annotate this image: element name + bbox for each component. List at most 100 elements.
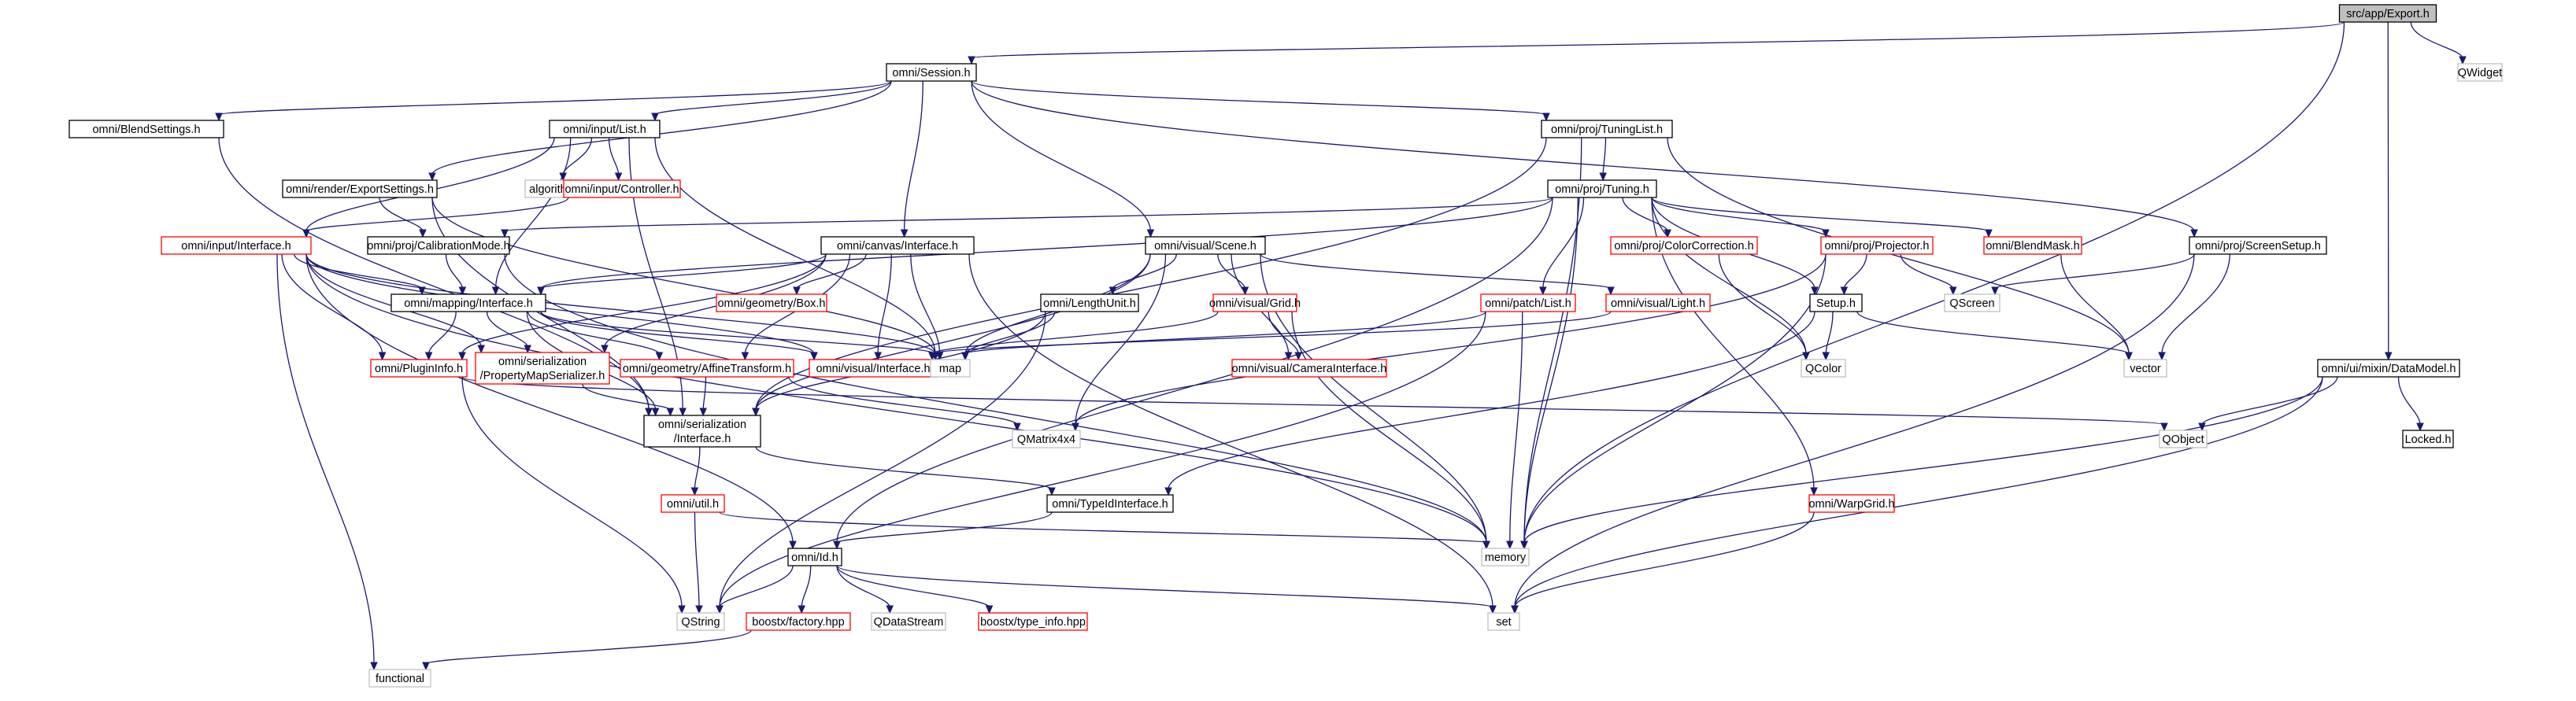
node-qcolor[interactable]: QColor [1801, 359, 1846, 378]
node-box [820, 236, 975, 255]
node-affine[interactable]: omni/geometry/AffineTransform.h [620, 359, 794, 378]
node-colcorr[interactable]: omni/proj/ColorCorrection.h [1610, 236, 1758, 255]
node-box [2189, 236, 2327, 255]
node-expset[interactable]: omni/render/ExportSettings.h [282, 179, 438, 198]
node-inctrl[interactable]: omni/input/Controller.h [563, 179, 681, 198]
node-qwidget[interactable]: QWidget [2457, 63, 2503, 82]
node-qscreen[interactable]: QScreen [1944, 293, 2000, 312]
node-label: omni/Session.h [892, 67, 970, 79]
node-box [1145, 236, 1266, 255]
node-label: boostx/factory.hpp [752, 616, 844, 629]
dependency-edge [928, 311, 1612, 361]
dependency-edge [968, 21, 2345, 65]
dependency-edge [461, 376, 2168, 432]
dependency-edge [836, 565, 894, 614]
node-box [1040, 293, 1139, 312]
dependency-edge [836, 565, 994, 614]
node-session[interactable]: omni/Session.h [886, 63, 977, 82]
node-warpgrid[interactable]: omni/WarpGrid.h [1808, 494, 1895, 513]
dependency-edge [1217, 253, 1249, 296]
node-export[interactable]: src/app/Export.h [2338, 4, 2437, 23]
dependency-edge [281, 253, 387, 361]
dependency-edge [1900, 253, 1957, 296]
node-box [367, 236, 510, 255]
dependency-edge [1622, 197, 1671, 238]
dependency-edge [793, 253, 867, 296]
node-datamodel[interactable]: omni/ui/mixin/DataModel.h [2317, 359, 2460, 378]
node-label: omni/visual/CameraInterface.h [1232, 363, 1387, 375]
node-grid[interactable]: omni/visual/Grid.h [1209, 293, 1301, 312]
nodes-layer: src/app/Export.h omni/Session.h QWidget omn… [68, 4, 2503, 688]
node-canvas[interactable]: omni/canvas/Interface.h [820, 236, 975, 255]
dependency-edge [294, 253, 426, 296]
node-locked[interactable]: Locked.h [2402, 430, 2454, 448]
node-typeid[interactable]: omni/TypeIdInterface.h [1046, 494, 1174, 513]
node-mapping[interactable]: omni/mapping/Interface.h [390, 293, 546, 312]
node-box [2402, 430, 2454, 448]
node-tunlist[interactable]: omni/proj/TuningList.h [1541, 120, 1673, 138]
node-set[interactable]: set [1487, 612, 1520, 631]
node-box[interactable]: omni/geometry/Box.h [716, 293, 827, 312]
node-box [563, 179, 681, 198]
dependency-edge [527, 311, 664, 361]
node-qstring[interactable]: QString [676, 612, 725, 631]
node-projector[interactable]: omni/proj/Projector.h [1820, 236, 1934, 255]
dependency-edge [1164, 311, 1815, 496]
dependency-edge [2397, 376, 2424, 432]
node-visinter[interactable]: omni/visual/Interface.h [809, 359, 938, 378]
node-inlist[interactable]: omni/input/List.h [549, 120, 661, 138]
node-box [930, 359, 971, 378]
node-functional[interactable]: functional [368, 669, 431, 688]
node-setup[interactable]: Setup.h [1809, 293, 1863, 312]
node-label: QDataStream [874, 616, 944, 629]
node-typeinfo[interactable]: boostx/type_info.hpp [978, 612, 1088, 631]
dependency-edge [971, 80, 1155, 238]
node-plugininfo[interactable]: omni/PluginInfo.h [370, 359, 468, 378]
node-label: src/app/Export.h [2346, 8, 2430, 20]
node-propmap[interactable]: omni/serialization/PropertyMapSerializer… [475, 352, 610, 385]
node-ininter[interactable]: omni/input/Interface.h [161, 236, 312, 255]
node-scene[interactable]: omni/visual/Scene.h [1145, 236, 1266, 255]
dependency-edge [2158, 253, 2230, 361]
dependency-edge [874, 253, 892, 361]
node-patchlist[interactable]: omni/patch/List.h [1480, 293, 1576, 312]
node-util[interactable]: omni/util.h [661, 494, 725, 513]
node-memory[interactable]: memory [1481, 548, 1530, 566]
node-label: omni/TypeIdInterface.h [1052, 498, 1168, 511]
node-light[interactable]: omni/visual/Light.h [1605, 293, 1711, 312]
node-box [643, 415, 761, 448]
node-box [1212, 293, 1297, 312]
node-factory[interactable]: boostx/factory.hpp [746, 612, 851, 631]
node-label: omni/BlendSettings.h [92, 124, 200, 136]
node-box [1983, 236, 2082, 255]
node-qobject[interactable]: QObject [2159, 430, 2208, 448]
node-box [2317, 359, 2460, 378]
dependency-edge [1991, 253, 2195, 296]
node-lengthunit[interactable]: omni/LengthUnit.h [1040, 293, 1139, 312]
node-map[interactable]: map [930, 359, 971, 378]
node-id[interactable]: omni/Id.h [787, 548, 842, 566]
node-box [787, 548, 842, 566]
node-blendmask[interactable]: omni/BlendMask.h [1983, 236, 2082, 255]
node-label: omni/mapping/Interface.h [404, 297, 533, 310]
node-screensetup[interactable]: omni/proj/ScreenSetup.h [2189, 236, 2327, 255]
node-label: omni/visual/Interface.h [816, 363, 930, 375]
node-serinter[interactable]: omni/serialization/Interface.h [643, 415, 761, 448]
node-box [1820, 236, 1934, 255]
node-box [368, 669, 431, 688]
dependency-edge [1511, 511, 1815, 614]
node-tuning[interactable]: omni/proj/Tuning.h [1547, 179, 1657, 198]
node-blendset[interactable]: omni/BlendSettings.h [68, 120, 224, 138]
node-calib[interactable]: omni/proj/CalibrationMode.h [367, 236, 510, 255]
node-label: omni/visual/Light.h [1611, 297, 1705, 310]
dependency-edge [755, 446, 1056, 496]
node-label: omni/Id.h [791, 552, 838, 564]
node-caminter[interactable]: omni/visual/CameraInterface.h [1231, 359, 1387, 378]
node-label: /Interface.h [674, 433, 731, 445]
node-qmatrix[interactable]: QMatrix4x4 [1012, 430, 1081, 448]
dependency-edge [716, 565, 794, 614]
node-vector[interactable]: vector [2123, 359, 2167, 378]
node-label: memory [1485, 552, 1527, 564]
dependency-edge [961, 311, 1056, 361]
node-qdatastream[interactable]: QDataStream [871, 612, 946, 631]
